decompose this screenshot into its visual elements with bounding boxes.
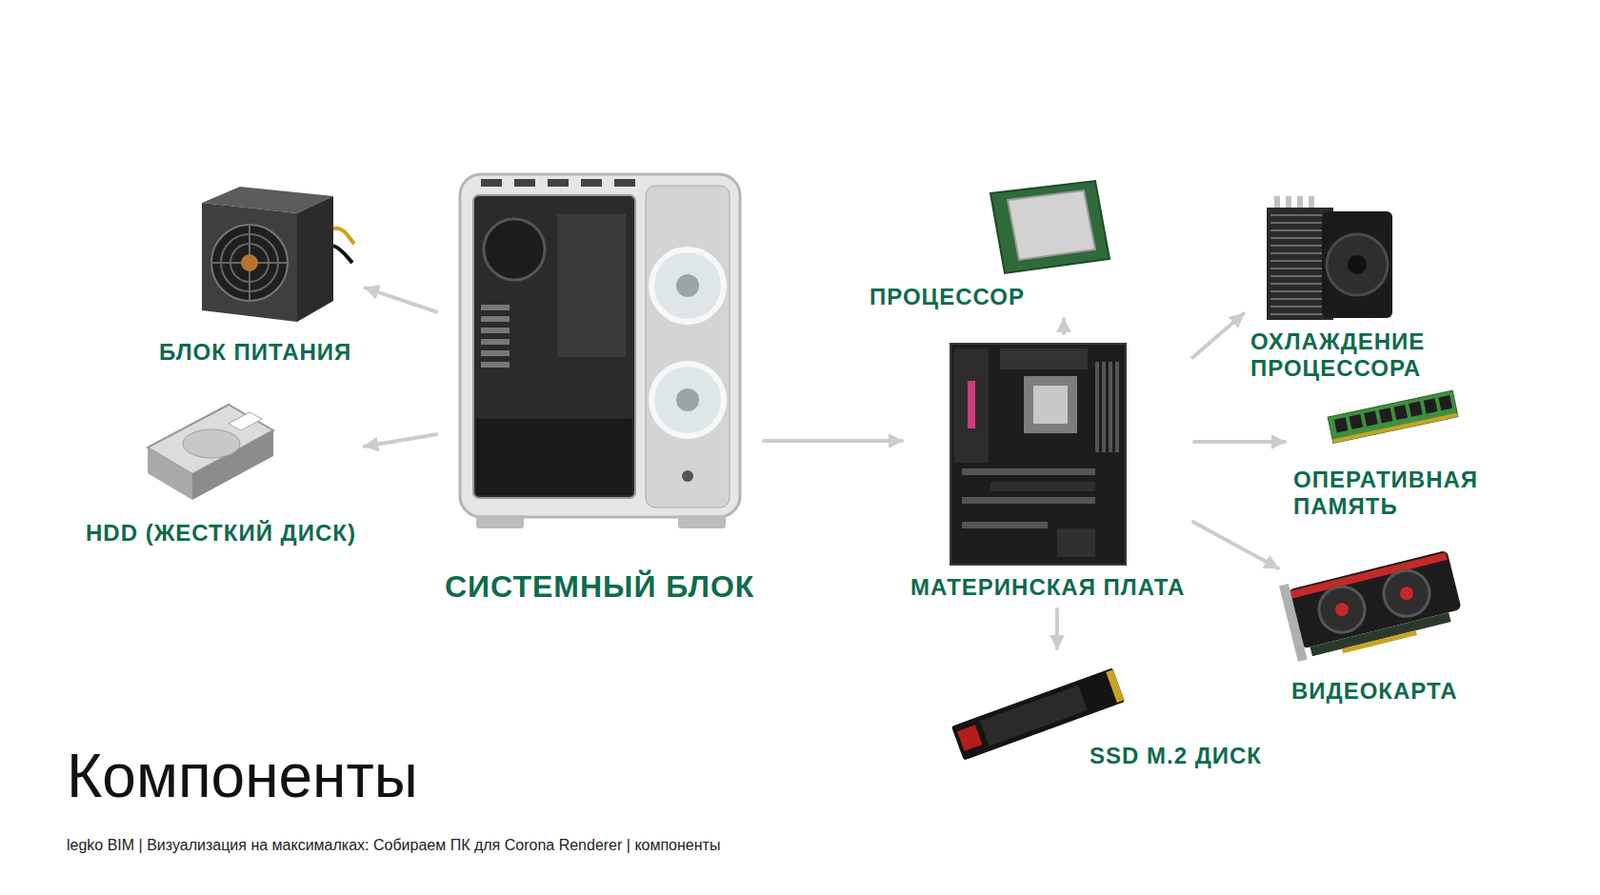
component-node: SSD M.2 ДИСК <box>950 655 1265 783</box>
arrow-connector <box>365 287 438 312</box>
component-node: СИСТЕМНЫЙ БЛОК <box>442 169 758 607</box>
ram-illustration <box>1327 390 1459 443</box>
diagram-caption: legko BIM | Визуализация на максималках:… <box>66 836 720 855</box>
power-supply-illustration <box>201 186 355 322</box>
cpu-illustration <box>990 180 1110 274</box>
arrow-connector <box>1055 609 1060 649</box>
gpu-illustration <box>1279 544 1465 665</box>
component-label: ОПЕРАТИВНАЯ ПАМЯТЬ <box>1293 466 1513 520</box>
motherboard-illustration <box>950 343 1126 565</box>
component-label: ОХЛАЖДЕНИЕ ПРОЦЕССОРА <box>1250 328 1480 381</box>
arrow-connector <box>763 439 902 443</box>
component-node: ОПЕРАТИВНАЯ ПАМЯТЬ <box>1291 383 1515 522</box>
arrow-connector <box>1061 319 1066 334</box>
component-node: ОХЛАЖДЕНИЕ ПРОЦЕССОРА <box>1248 192 1481 384</box>
component-node: МАТЕРИНСКАЯ ПЛАТА <box>908 340 1188 603</box>
component-node: ВИДЕОКАРТА <box>1283 540 1465 707</box>
cpu-cooler-illustration <box>1266 196 1393 320</box>
component-node: ПРОЦЕССОР <box>867 177 1115 313</box>
diagram-title: Компоненты <box>66 742 419 810</box>
component-node: HDD (ЖЕСТКИЙ ДИСК) <box>83 400 359 549</box>
component-label: БЛОК ПИТАНИЯ <box>159 339 352 366</box>
arrow-connector <box>1194 440 1285 444</box>
component-label: SSD M.2 ДИСК <box>1089 742 1262 770</box>
arrow-connector <box>1193 521 1279 568</box>
system-unit-illustration <box>460 174 740 529</box>
component-label: МАТЕРИНСКАЯ ПЛАТА <box>910 574 1185 601</box>
arrow-connector <box>364 434 437 447</box>
component-node: БЛОК ПИТАНИЯ <box>157 181 360 368</box>
arrow-connector <box>1192 314 1243 359</box>
component-label: ВИДЕОКАРТА <box>1291 678 1459 705</box>
component-label: СИСТЕМНЫЙ БЛОК <box>444 569 755 605</box>
hdd-illustration <box>147 404 274 500</box>
component-label: ПРОЦЕССОР <box>869 283 1025 311</box>
component-label: HDD (ЖЕСТКИЙ ДИСК) <box>85 520 357 547</box>
